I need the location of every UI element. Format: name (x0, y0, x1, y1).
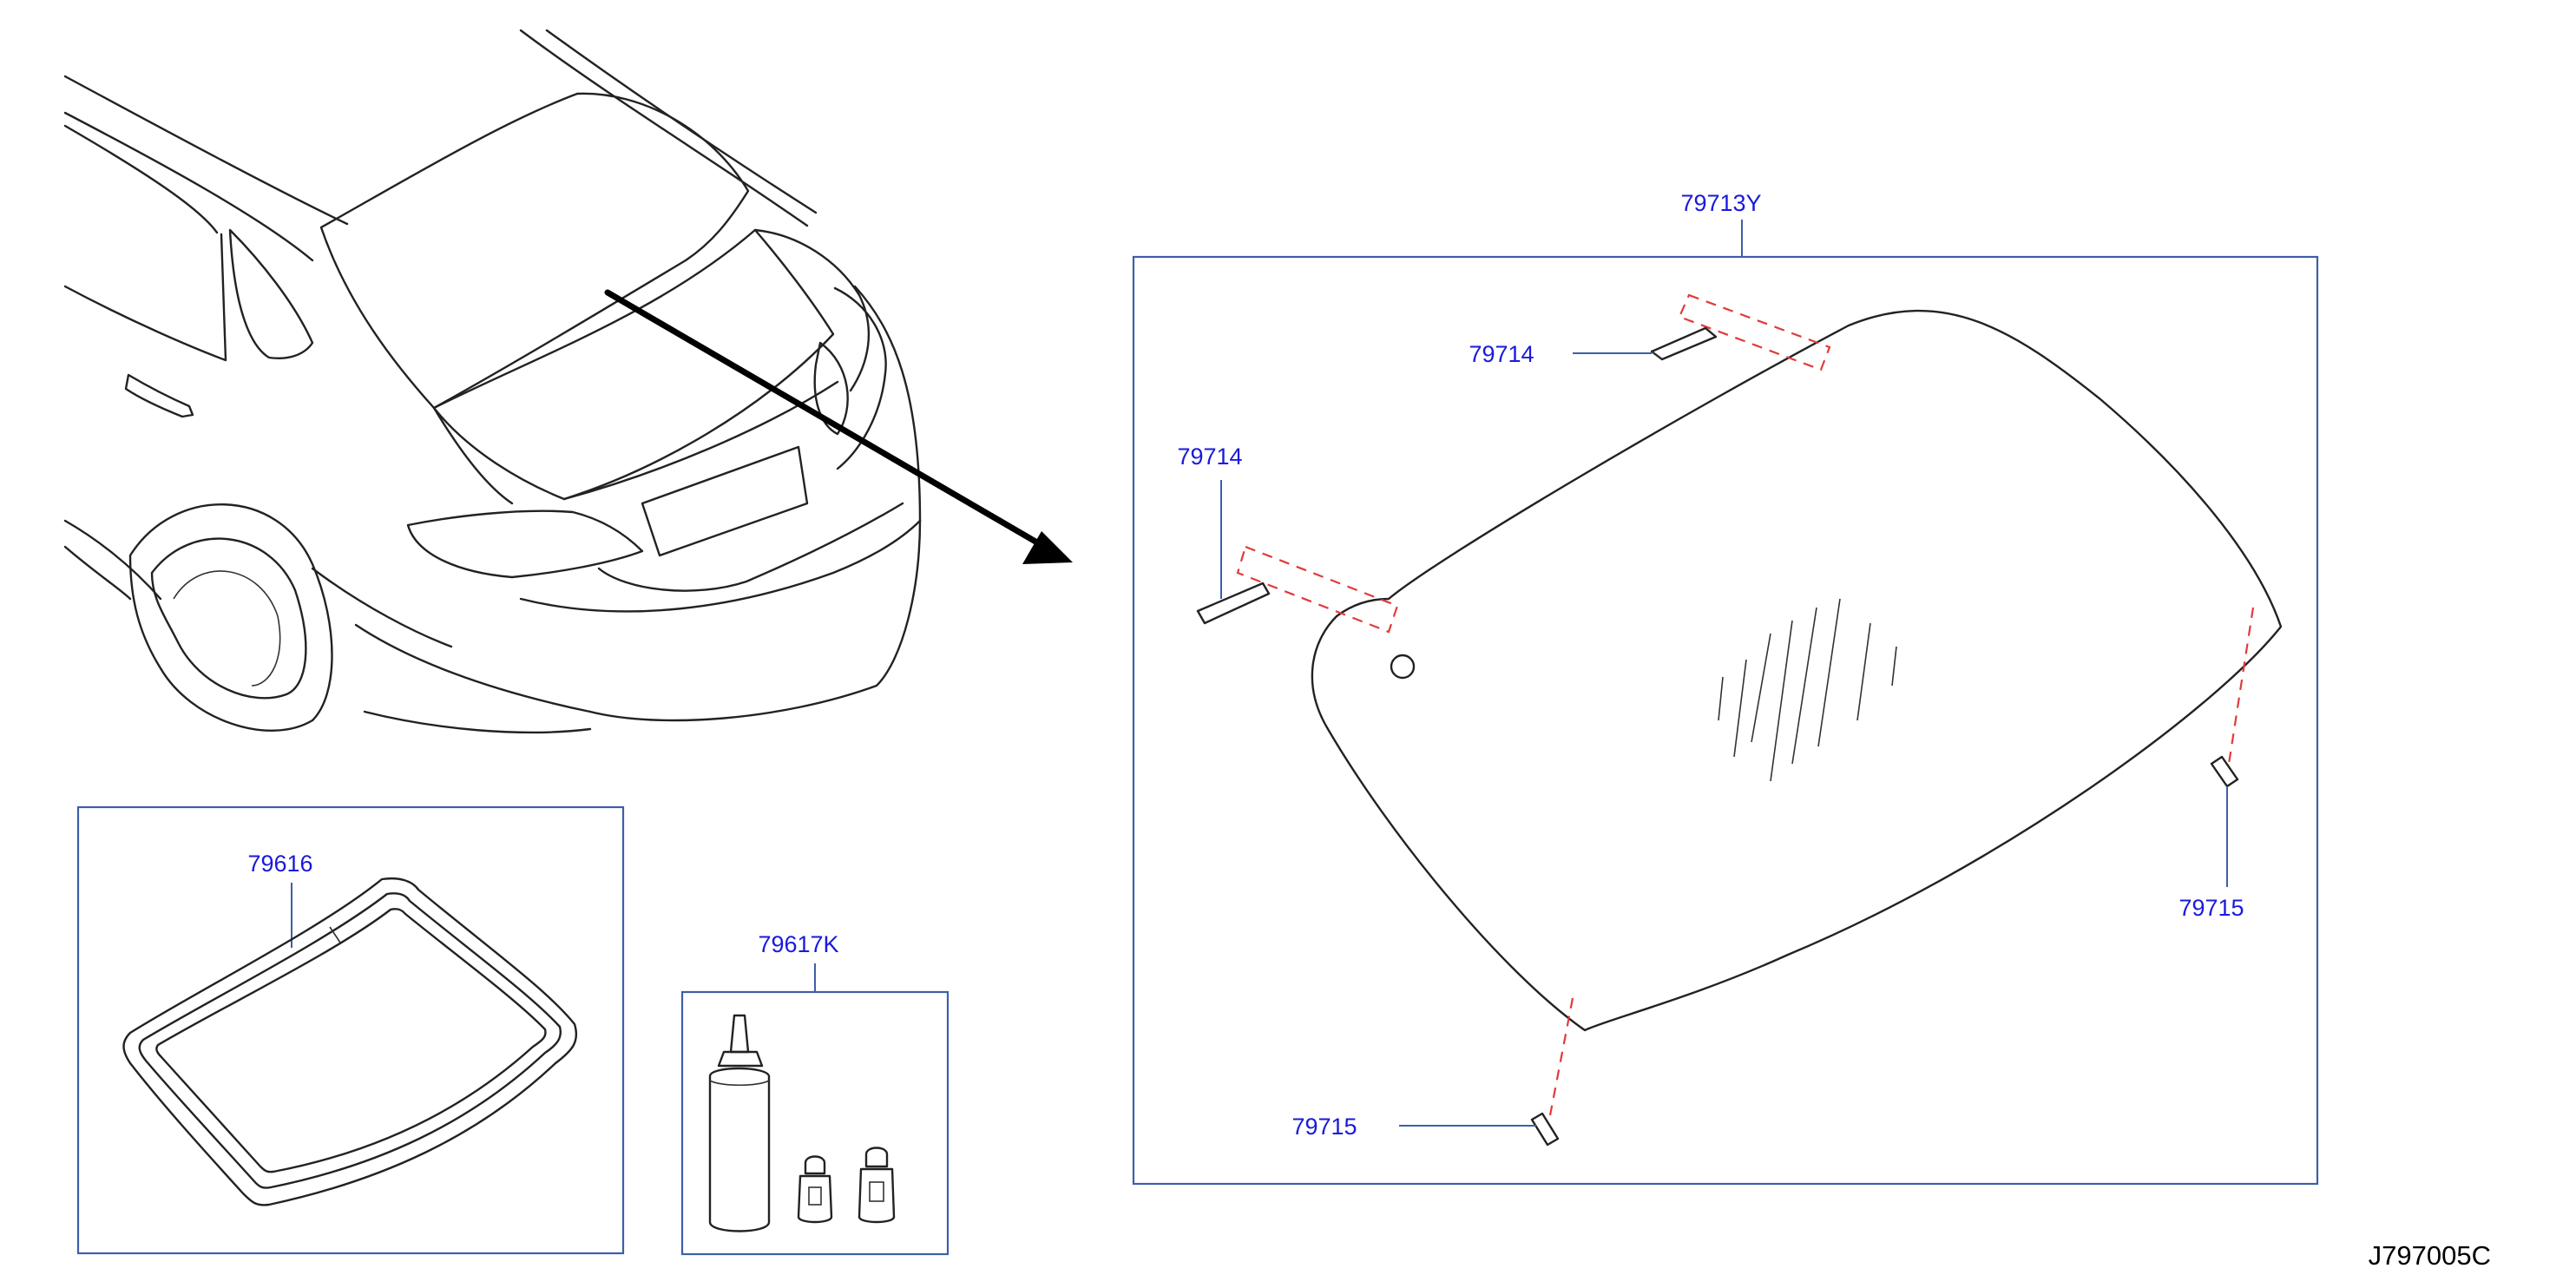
sealant-tube (708, 1014, 771, 1232)
label-79714-left: 79714 (1177, 444, 1242, 470)
spacer-79714-left (1196, 545, 1399, 634)
label-79714-top: 79714 (1469, 341, 1534, 367)
label-79617k: 79617K (758, 931, 838, 957)
rear-window-glass (1311, 309, 2283, 1032)
label-79715-bottom: 79715 (1291, 1114, 1357, 1140)
primer-bottle-2 (858, 1147, 896, 1224)
label-79616: 79616 (247, 851, 312, 877)
glass-assembly-box (1132, 255, 2319, 1186)
moulding-ring (122, 877, 578, 1206)
label-79713y: 79713Y (1680, 190, 1761, 216)
spacer-79714-top (1650, 293, 1831, 371)
fastener-79715-bottom (1530, 997, 1574, 1147)
fastener-79715-right (2210, 607, 2255, 788)
moulding-box (76, 805, 625, 1255)
sealant-kit-box (680, 990, 950, 1256)
car-rear-illustration (63, 29, 922, 734)
primer-bottle-1 (797, 1155, 833, 1224)
direction-arrow (604, 289, 1073, 564)
drawing-code: J797005C (2369, 1240, 2491, 1271)
label-79715-right: 79715 (2178, 895, 2244, 921)
